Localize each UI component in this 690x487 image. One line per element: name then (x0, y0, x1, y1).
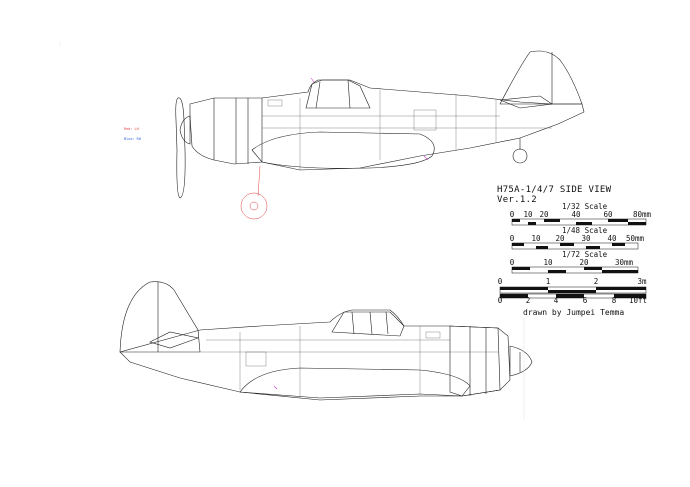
scale-tick: 2 (525, 296, 531, 305)
scale-tick: 40 (607, 234, 617, 243)
scale-tick: 0 (509, 210, 515, 219)
top-wing (251, 131, 435, 169)
top-tailplane (499, 95, 553, 109)
scale-label-1-48: 1/48 Scale (562, 226, 608, 235)
construction-lines (59, 42, 525, 420)
scale-tick: 10ft (628, 296, 648, 305)
scale-tick: 20 (539, 210, 549, 219)
scale-tick: 8 (611, 296, 617, 305)
scale-tick: 1 (545, 277, 551, 286)
scale-tick: 10 (531, 234, 541, 243)
drawing-title: H75A-1/4/7 SIDE VIEW Ver.1.2 (497, 185, 612, 205)
top-spinner (179, 115, 191, 145)
bottom-canopy (331, 311, 405, 337)
scale-label-1-72: 1/72 Scale (562, 250, 608, 259)
top-fuselage (261, 79, 585, 171)
bottom-side-view-aircraft (119, 281, 533, 401)
scale-tick: 40 (571, 210, 581, 219)
top-cowling (189, 97, 263, 165)
scale-tick: 0 (509, 234, 515, 243)
scale-tick: 30 (581, 234, 591, 243)
top-propeller (175, 97, 186, 199)
scale-tick: 60 (603, 210, 613, 219)
bottom-fuselage (119, 309, 501, 399)
scale-tick: 0 (497, 277, 503, 286)
note-blue: Blue: RH (124, 137, 141, 141)
scale-tick: 6 (582, 296, 588, 305)
scale-tick: 2 (593, 277, 599, 286)
bottom-tail-fin (119, 281, 201, 353)
bottom-cowling (449, 325, 511, 397)
magenta-reference-marks (273, 77, 429, 390)
scale-tick: 20 (579, 258, 589, 267)
scale-tick: 4 (553, 296, 559, 305)
scale-tick: 10 (543, 258, 553, 267)
scale-tick: 20 (555, 234, 565, 243)
scale-tick: 30mm (614, 258, 634, 267)
bottom-wing (239, 367, 471, 401)
top-tail-fin (499, 50, 583, 105)
scale-tick: 50mm (625, 234, 645, 243)
scale-tick: 0 (497, 296, 503, 305)
scale-tick: 10 (523, 210, 533, 219)
scale-label-1-32: 1/32 Scale (562, 202, 608, 211)
drawing-credit: drawn by Jumpei Temma (523, 308, 625, 317)
scale-tick: 0 (509, 258, 515, 267)
scale-tick: 80mm (632, 210, 652, 219)
top-tail-wheel (512, 148, 528, 164)
bottom-spinner (509, 345, 533, 377)
top-side-view-aircraft (175, 50, 585, 220)
note-red: Red: LH (124, 127, 139, 131)
scale-bars (499, 218, 647, 299)
scale-tick: 3m (637, 277, 647, 286)
bottom-tailplane (149, 331, 200, 349)
